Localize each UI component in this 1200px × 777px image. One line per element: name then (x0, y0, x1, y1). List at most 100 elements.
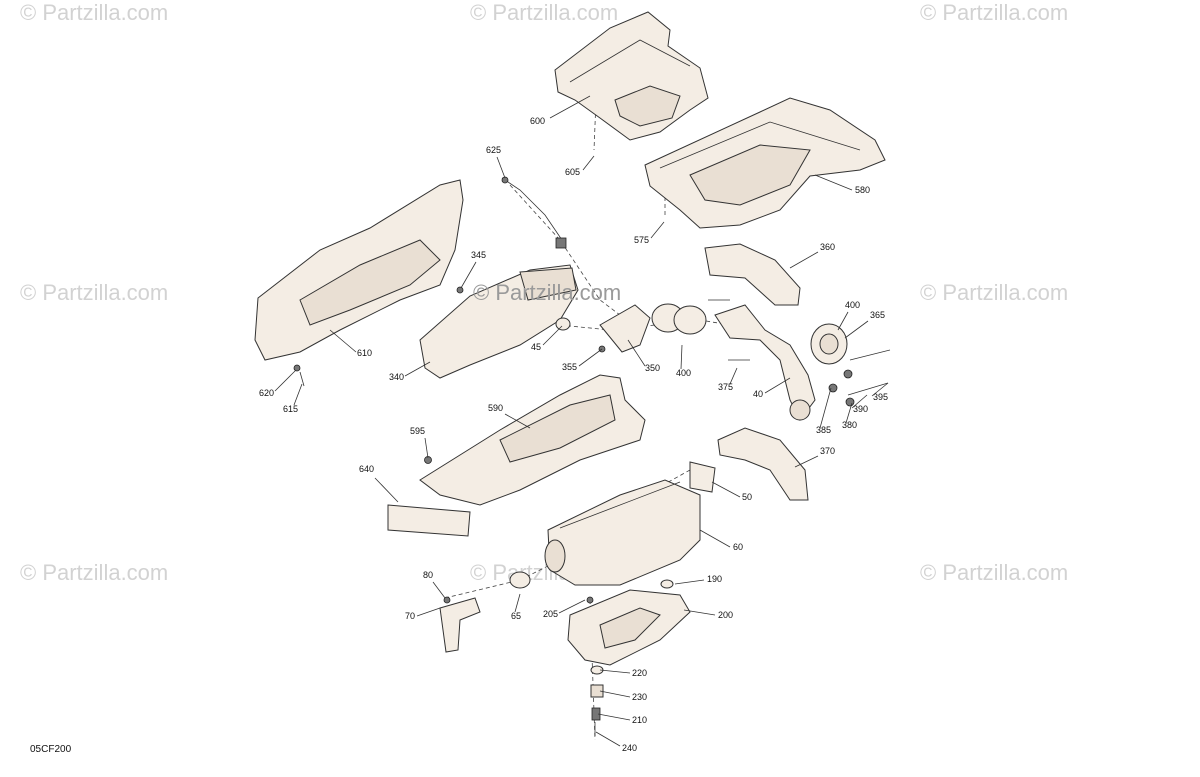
part-375-springs[interactable] (708, 299, 750, 361)
callout-label-360[interactable]: 360 (820, 242, 835, 252)
callout-label-385[interactable]: 385 (816, 425, 831, 435)
callout-label-400[interactable]: 400 (845, 300, 860, 310)
callout-label-200[interactable]: 200 (718, 610, 733, 620)
callout-leader (851, 394, 868, 409)
callout-leader (699, 529, 731, 548)
callout-leader (789, 251, 819, 269)
part-580-skid-plate[interactable] (644, 97, 886, 229)
callout-label-580[interactable]: 580 (855, 185, 870, 195)
callout-label-60[interactable]: 60 (733, 542, 743, 552)
callout-label-370[interactable]: 370 (820, 446, 835, 456)
callout-label-400[interactable]: 400 (676, 368, 691, 378)
part-hardware-small[interactable] (456, 286, 606, 353)
callout-leader (496, 156, 506, 179)
callout-leader (578, 348, 603, 367)
callout-leader (597, 713, 631, 721)
center-watermark: © Partzilla.com (473, 280, 621, 305)
callout-label-595[interactable]: 595 (410, 426, 425, 436)
part-370-rear-heat-shield[interactable] (717, 427, 809, 501)
callout-leader (683, 609, 716, 616)
callout-label-80[interactable]: 80 (423, 570, 433, 580)
part-65-clamp[interactable] (509, 571, 531, 589)
part-350-exhaust-flange[interactable] (599, 304, 651, 353)
callout-label-220[interactable]: 220 (632, 668, 647, 678)
callout-label-365[interactable]: 365 (870, 310, 885, 320)
callout-leader (274, 369, 297, 392)
callout-label-40[interactable]: 40 (753, 389, 763, 399)
callout-label-340[interactable]: 340 (389, 372, 404, 382)
part-360-header-heat-shield[interactable] (704, 243, 801, 306)
callout-leader (329, 329, 357, 353)
part-625-oxygen-sensor[interactable] (501, 176, 567, 249)
part-200-muffler-bracket[interactable] (567, 589, 691, 666)
part-640-heat-strip[interactable] (387, 504, 471, 537)
callout-label-390[interactable]: 390 (853, 404, 868, 414)
callout-label-375[interactable]: 375 (718, 382, 733, 392)
part-40-exhaust-header[interactable] (714, 304, 816, 421)
callout-leader (819, 387, 832, 429)
callout-label-600[interactable]: 600 (530, 116, 545, 126)
callout-label-345[interactable]: 345 (471, 250, 486, 260)
callout-label-620[interactable]: 620 (259, 388, 274, 398)
callout-label-205[interactable]: 205 (543, 609, 558, 619)
callout-label-50[interactable]: 50 (742, 492, 752, 502)
part-340-manifold-heat-shield[interactable] (419, 264, 579, 379)
callout-leader (844, 320, 869, 339)
part-60-muffler[interactable] (544, 479, 701, 586)
callout-label-70[interactable]: 70 (405, 611, 415, 621)
callout-leader (650, 221, 665, 239)
callout-label-380[interactable]: 380 (842, 420, 857, 430)
callout-leader (293, 383, 303, 406)
watermark-text: © Partzilla.com (20, 280, 168, 305)
callout-leader (711, 481, 741, 498)
callout-label-230[interactable]: 230 (632, 692, 647, 702)
callout-label-45[interactable]: 45 (531, 342, 541, 352)
callout-leader (514, 593, 521, 613)
callout-leader (558, 599, 586, 614)
callout-label-395[interactable]: 395 (873, 392, 888, 402)
callout-label-590[interactable]: 590 (488, 403, 503, 413)
callout-label-240[interactable]: 240 (622, 743, 637, 753)
callout-label-65[interactable]: 65 (511, 611, 521, 621)
watermark-text: © Partzilla.com (920, 280, 1068, 305)
callout-label-210[interactable]: 210 (632, 715, 647, 725)
part-590-lower-heat-shield[interactable] (419, 374, 646, 506)
watermark-text: © Partzilla.com (20, 0, 168, 25)
callout-label-625[interactable]: 625 (486, 145, 501, 155)
callout-leader (794, 455, 819, 468)
callout-label-190[interactable]: 190 (707, 574, 722, 584)
part-hardware-stack[interactable] (586, 579, 674, 736)
part-50-gasket[interactable] (689, 461, 716, 493)
callout-label-575[interactable]: 575 (634, 235, 649, 245)
callout-label-605[interactable]: 605 (565, 167, 580, 177)
callout-leader (504, 413, 531, 429)
callout-leader (549, 95, 591, 119)
part-610-side-heat-shield[interactable] (254, 179, 464, 361)
part-600-heat-shield-upper[interactable] (554, 11, 709, 141)
part-400-seal-rings[interactable] (651, 303, 848, 365)
watermark-text: © Partzilla.com (920, 560, 1068, 585)
part-620-615-fasteners[interactable] (293, 364, 305, 387)
callout-leader (680, 344, 683, 370)
part-70-tail-pipe[interactable] (439, 597, 481, 653)
part-80-bolt[interactable] (443, 596, 451, 604)
watermark-text: © Partzilla.com (470, 0, 618, 25)
callout-leader (674, 579, 705, 585)
callout-leader (729, 367, 738, 385)
callout-label-355[interactable]: 355 (562, 362, 577, 372)
callout-leader (416, 607, 441, 617)
callout-label-610[interactable]: 610 (357, 348, 372, 358)
callout-label-350[interactable]: 350 (645, 363, 660, 373)
callout-leader (845, 402, 853, 424)
watermark-text: © Partzilla.com (20, 560, 168, 585)
callout-leader (424, 437, 429, 459)
callout-label-640[interactable]: 640 (359, 464, 374, 474)
callout-leader (460, 261, 477, 289)
callout-leader (595, 731, 621, 747)
callout-labels: 600 605 580 625 575 360 345 400 365 610 45 355 350 40… (259, 116, 888, 753)
callout-label-615[interactable]: 615 (283, 404, 298, 414)
callout-leader (404, 361, 431, 377)
part-bolts-springs-right[interactable] (828, 349, 891, 407)
